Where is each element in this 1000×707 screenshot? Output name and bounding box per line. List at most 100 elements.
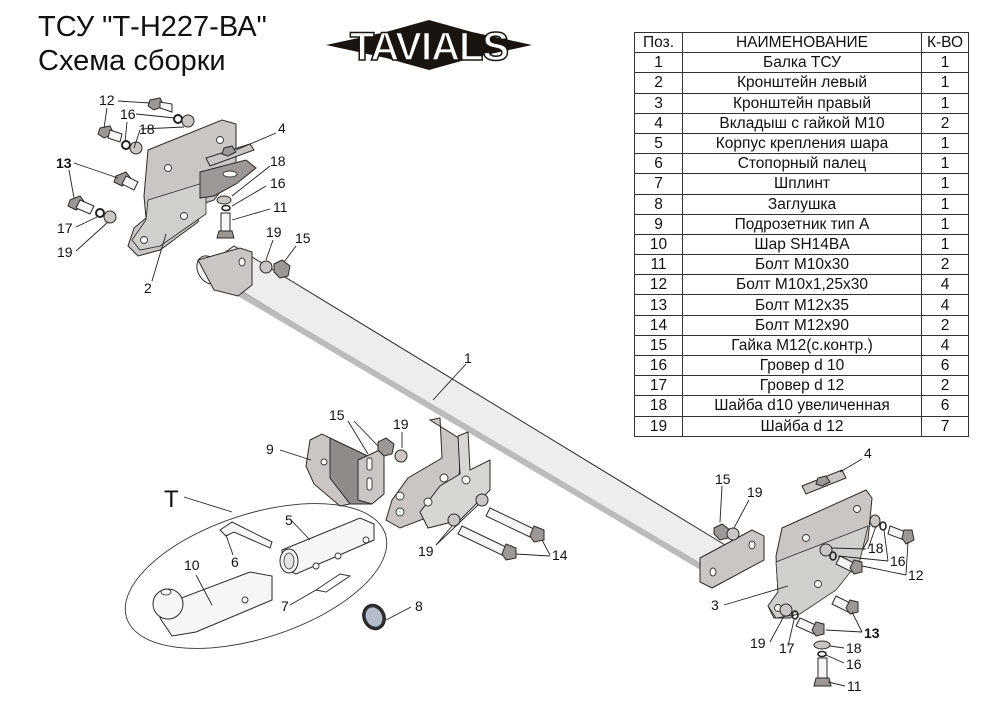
part-plug [362, 603, 386, 631]
callout-8: 8 [415, 598, 423, 614]
washer-18 [181, 114, 195, 128]
name-cell: Шайба d10 увеличенная [682, 395, 922, 417]
callout-12: 12 [99, 92, 115, 108]
bracket-hole [439, 473, 449, 483]
beam-plate-hole [748, 540, 756, 550]
callout-19: 19 [747, 484, 763, 500]
callout-4: 4 [864, 445, 872, 461]
callout-1: 1 [464, 350, 472, 366]
bracket-hole [140, 236, 148, 244]
logo-diamond-shape [326, 20, 532, 70]
name-cell: Заглушка [682, 193, 922, 215]
callout-19: 19 [418, 543, 434, 559]
bolt-13-right-upper [831, 595, 859, 615]
bracket-hole [395, 507, 405, 517]
washer-19 [394, 449, 408, 463]
socket-slot [366, 457, 373, 471]
callout-16: 16 [120, 106, 136, 122]
name-cell: Стопорный палец [682, 153, 922, 175]
parts-table-header: Поз. НАИМЕНОВАНИЕ К-ВО [634, 31, 969, 54]
washer-19 [475, 493, 489, 507]
bracket-hole [802, 534, 810, 542]
bracket-slot [222, 170, 238, 178]
bolt-13-upper [113, 171, 139, 191]
washer-18 [819, 543, 833, 557]
callout-15: 15 [715, 471, 731, 487]
callout-18: 18 [846, 640, 862, 656]
spring-washer-16 [829, 551, 837, 561]
callout-11: 11 [273, 199, 288, 215]
bracket-hole [814, 580, 822, 588]
bracket-hole [216, 136, 224, 144]
title-product-code: ТСУ "Т-Н227-ВА" [38, 11, 267, 43]
callout-16: 16 [846, 656, 862, 672]
part-insert-nut-left [205, 143, 255, 167]
spring-washer-16 [817, 650, 827, 658]
title-assembly-scheme: Схема сборки [38, 45, 226, 77]
cotter-pin [314, 573, 352, 593]
part-left-bracket [127, 119, 257, 257]
ball-mount-shank [159, 571, 273, 637]
callout-3: 3 [711, 597, 719, 613]
callout-4: 4 [278, 120, 286, 136]
insert-nut [221, 145, 237, 157]
washer-19 [447, 513, 461, 527]
beam-plate-hole [238, 257, 246, 267]
column-header-quantity: К-ВО [921, 31, 969, 54]
nut-15 [273, 259, 291, 279]
name-cell: Кронштейн правый [682, 92, 922, 114]
leader-lines [68, 100, 909, 687]
spring-washer-16 [173, 114, 183, 124]
callout-9: 9 [266, 441, 274, 457]
washer-19 [103, 210, 117, 224]
callout-19: 19 [393, 416, 409, 432]
quantity-cell: 7 [921, 415, 969, 437]
callout-2: 2 [144, 280, 152, 296]
washer-18 [216, 195, 232, 205]
socket-hole [320, 458, 328, 466]
callout-15: 15 [295, 230, 311, 246]
tavials-logo: TAVIALS [326, 20, 532, 70]
part-socket-plate [305, 433, 385, 507]
beam-plate-hole [709, 567, 717, 577]
name-cell: Кронштейн левый [682, 72, 922, 94]
callout-13: 13 [56, 155, 72, 171]
kit-boundary-ellipse [124, 503, 388, 649]
callout-11: 11 [847, 678, 862, 694]
tow-ball [152, 588, 184, 620]
left-fasteners [67, 97, 291, 279]
beam-end-plate-left [197, 247, 253, 297]
beam-tube [202, 245, 731, 571]
logo-text: TAVIALS [350, 25, 508, 69]
kit-label-T: T [164, 486, 179, 513]
bolt-13-lower [67, 195, 95, 215]
callout-17: 17 [779, 640, 795, 656]
name-cell: Болт М10х30 [682, 254, 922, 276]
callout-5: 5 [285, 512, 293, 528]
callout-19: 19 [57, 244, 73, 260]
callout-17: 17 [57, 220, 73, 236]
right-bracket-lower [767, 525, 869, 619]
left-bracket-bend [199, 159, 257, 199]
callout-6: 6 [231, 554, 239, 570]
callout-10: 10 [184, 557, 200, 573]
spring-washer-17 [791, 610, 799, 620]
bolt-14-lower [457, 525, 517, 561]
washer-19 [259, 260, 273, 274]
bolt-12-right-upper [887, 525, 915, 545]
callout-12: 12 [908, 567, 924, 583]
position-cell: 18 [634, 395, 683, 417]
bracket-hole [180, 212, 188, 220]
bolt-14-upper [485, 507, 545, 543]
callout-18: 18 [139, 121, 155, 137]
spring-washer-17 [95, 208, 105, 218]
position-cell: 19 [634, 415, 683, 437]
bolt-12-lower [97, 125, 123, 143]
bolt-11-right [813, 657, 832, 687]
